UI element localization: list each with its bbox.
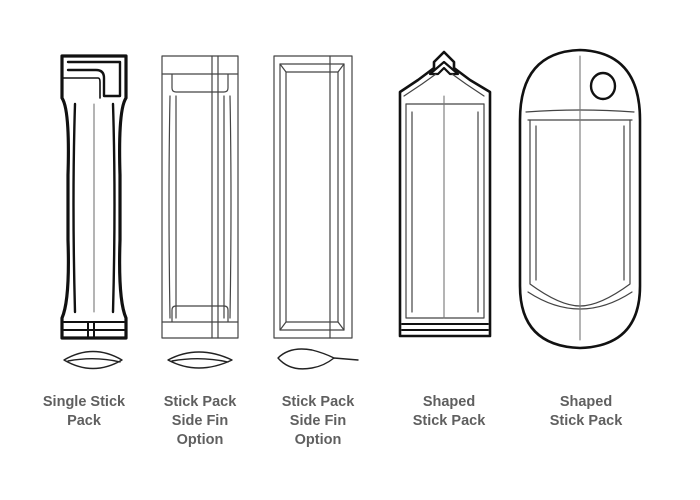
single-stick-top-seal-inner <box>61 77 101 99</box>
caption-side-fin-a: Stick Pack Side Fin Option <box>140 393 260 450</box>
shaped-a-outline <box>398 50 492 338</box>
caption-line: Option <box>294 432 342 448</box>
caption-line: Stick Pack <box>549 413 623 429</box>
caption-line: Side Fin <box>289 413 347 429</box>
shaped-pack-b-drawing <box>518 48 642 350</box>
single-stick-top-seal <box>66 60 122 98</box>
single-stick-outline <box>60 54 128 340</box>
side-fin-a-body <box>168 95 232 319</box>
single-stick-inner-left <box>72 102 77 314</box>
caption-line: Shaped <box>559 394 613 410</box>
shaped-b-outline <box>518 48 642 350</box>
single-stick-bottom-seal <box>63 321 125 339</box>
single-stick-cross-section <box>63 350 123 370</box>
caption-line: Shaped <box>422 394 476 410</box>
side-fin-a-bottom-band <box>161 305 239 323</box>
shaped-a-body <box>405 103 485 319</box>
side-fin-b-bevels <box>279 63 345 331</box>
side-fin-a-cross-section <box>167 351 233 369</box>
single-stick-pack-drawing <box>60 54 128 370</box>
side-fin-a-outline <box>161 55 239 339</box>
shaped-a-top-seal <box>403 73 485 105</box>
caption-side-fin-b: Stick Pack Side Fin Option <box>258 393 378 450</box>
caption-line: Single Stick <box>42 394 126 410</box>
shaped-b-hang-hole <box>589 71 617 101</box>
shaped-a-bottom-seal <box>401 323 489 331</box>
caption-line: Option <box>176 432 224 448</box>
side-fin-pack-b-drawing <box>273 55 359 370</box>
single-stick-inner-right <box>111 102 116 314</box>
side-fin-a-fin <box>211 55 219 339</box>
caption-single-stick-pack: Single Stick Pack <box>24 393 144 431</box>
shaped-a-hanger-hole <box>428 60 460 76</box>
side-fin-b-inner-frame <box>279 63 345 331</box>
shaped-pack-a-drawing <box>398 50 492 338</box>
caption-line: Stick Pack <box>163 394 237 410</box>
side-fin-a-top-band <box>161 73 239 93</box>
caption-shaped-a: Shaped Stick Pack <box>389 393 509 431</box>
caption-shaped-b: Shaped Stick Pack <box>526 393 646 431</box>
caption-line: Stick Pack <box>281 394 355 410</box>
caption-line: Pack <box>67 413 101 429</box>
side-fin-pack-a-drawing <box>161 55 239 369</box>
side-fin-b-outline <box>273 55 353 339</box>
caption-line: Side Fin <box>171 413 229 429</box>
side-fin-b-cross-section <box>277 348 359 370</box>
caption-line: Stick Pack <box>412 413 486 429</box>
